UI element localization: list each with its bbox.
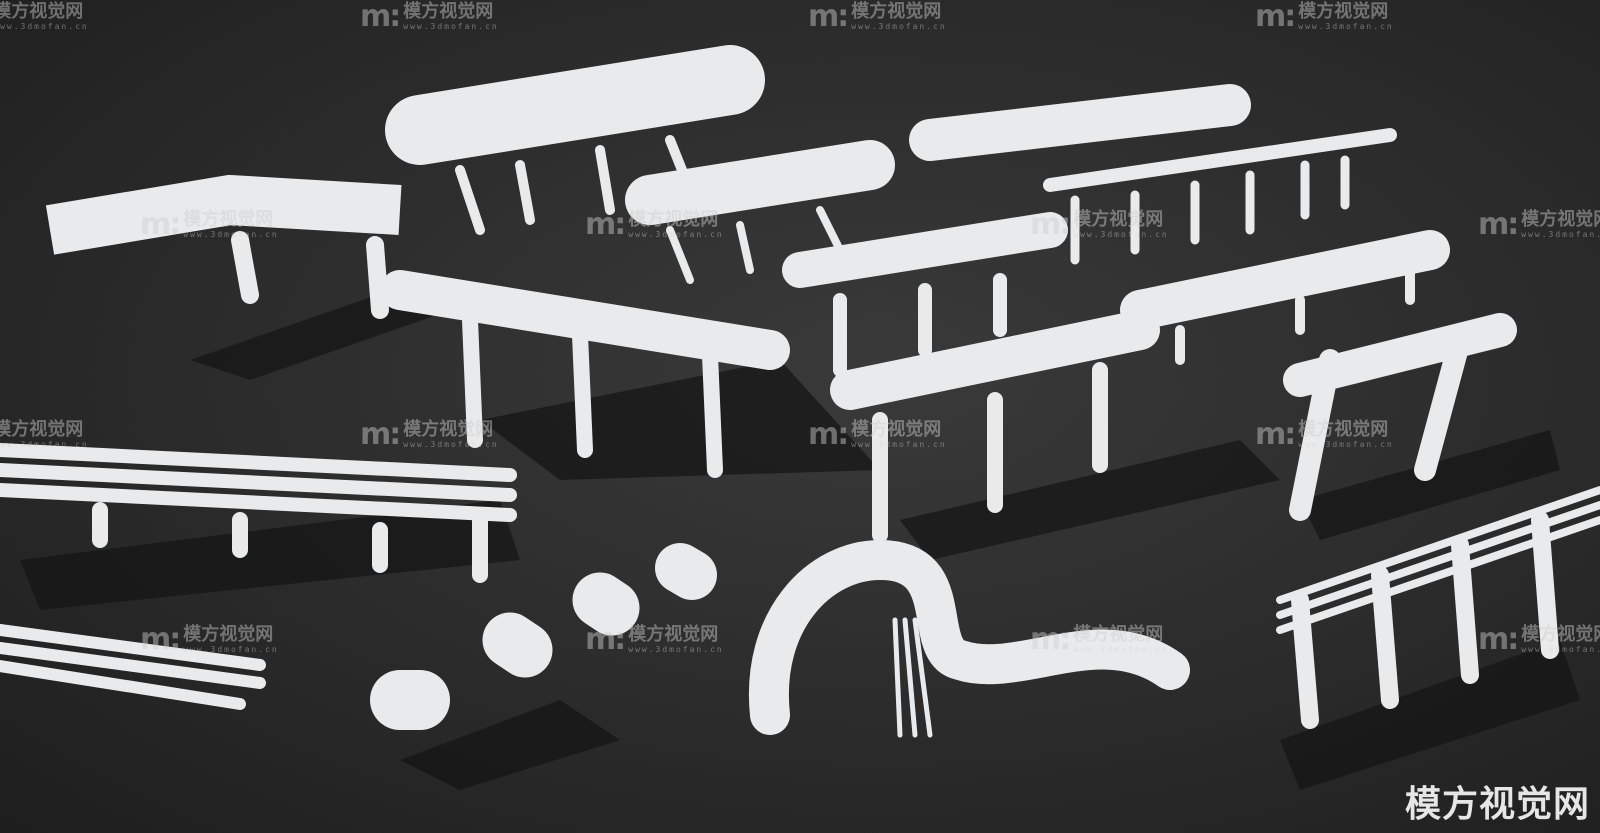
watermark-logo-icon: m: xyxy=(585,622,626,657)
watermark-url: www.3dmofan.cn xyxy=(851,440,947,449)
watermark-url: www.3dmofan.cn xyxy=(1298,22,1394,31)
watermark-url: www.3dmofan.cn xyxy=(403,22,499,31)
watermark-brand: 模方视觉网 xyxy=(1073,209,1164,230)
tank-large xyxy=(385,45,765,165)
watermark-brand: 模方视觉网 xyxy=(0,1,84,22)
watermark-url: www.3dmofan.cn xyxy=(183,230,279,239)
watermark-brand: 模方视觉网 xyxy=(1073,624,1164,645)
watermark-url: www.3dmofan.cn xyxy=(1073,645,1169,654)
tank-small xyxy=(625,140,895,225)
watermark-url: www.3dmofan.cn xyxy=(1521,645,1600,654)
watermark-brand: 模方视觉网 xyxy=(403,1,494,22)
watermark-logo-icon: m: xyxy=(1478,207,1519,242)
watermark-brand: 模方视觉网 xyxy=(183,209,274,230)
elbow-3 xyxy=(572,572,640,636)
watermark-logo-icon: m: xyxy=(1030,622,1071,657)
elbow-2 xyxy=(482,612,553,678)
pipe-diagonal xyxy=(1120,230,1450,330)
pipe-rack-mid xyxy=(830,310,1160,410)
watermark-brand: 模方视觉网 xyxy=(1298,1,1389,22)
corner-brand: 模方视觉网 xyxy=(1404,784,1590,825)
flex-hose xyxy=(748,539,1190,735)
models xyxy=(0,45,1600,738)
watermark-url: www.3dmofan.cn xyxy=(183,645,279,654)
watermark-logo-icon: m: xyxy=(1030,207,1071,242)
watermark-logo-icon: m: xyxy=(360,0,401,34)
watermark-logo-icon: m: xyxy=(808,417,849,452)
watermark-brand: 模方视觉网 xyxy=(1521,209,1600,230)
pipe-mid xyxy=(782,212,1068,288)
multi-pipe-rack xyxy=(0,443,517,522)
watermark-brand: 模方视觉网 xyxy=(851,419,942,440)
watermark-brand: 模方视觉网 xyxy=(1521,624,1600,645)
watermark-url: www.3dmofan.cn xyxy=(1073,230,1169,239)
watermark-url: www.3dmofan.cn xyxy=(0,440,89,449)
square-duct xyxy=(45,174,402,255)
watermark-brand: 模方视觉网 xyxy=(1298,419,1389,440)
watermark-brand: 模方视觉网 xyxy=(403,419,494,440)
shadows xyxy=(20,280,1580,790)
elbow-4 xyxy=(655,543,717,600)
watermark-logo-icon: m: xyxy=(140,207,181,242)
watermark-url: www.3dmofan.cn xyxy=(628,230,724,239)
watermark-url: www.3dmofan.cn xyxy=(628,645,724,654)
watermark-logo-icon: m: xyxy=(1255,0,1296,34)
watermark-brand: 模方视觉网 xyxy=(0,419,84,440)
watermark-brand: 模方视觉网 xyxy=(851,1,942,22)
watermark-url: www.3dmofan.cn xyxy=(851,22,947,31)
watermark-logo-icon: m: xyxy=(140,622,181,657)
watermark-url: www.3dmofan.cn xyxy=(403,440,499,449)
pipe-walkway xyxy=(380,270,790,370)
watermark-url: www.3dmofan.cn xyxy=(1298,440,1394,449)
tank-long xyxy=(909,84,1251,161)
watermark-logo-icon: m: xyxy=(360,417,401,452)
watermark-url: www.3dmofan.cn xyxy=(0,22,89,31)
watermark-brand: 模方视觉网 xyxy=(628,209,719,230)
watermark-logo-icon: m: xyxy=(1478,622,1519,657)
watermark-logo-icon: m: xyxy=(1255,417,1296,452)
watermark-logo-icon: m: xyxy=(808,0,849,34)
watermark-url: www.3dmofan.cn xyxy=(1521,230,1600,239)
watermark-logo-icon: m: xyxy=(585,207,626,242)
watermark-brand: 模方视觉网 xyxy=(628,624,719,645)
watermark-brand: 模方视觉网 xyxy=(183,624,274,645)
rack-top-right xyxy=(1043,128,1397,192)
